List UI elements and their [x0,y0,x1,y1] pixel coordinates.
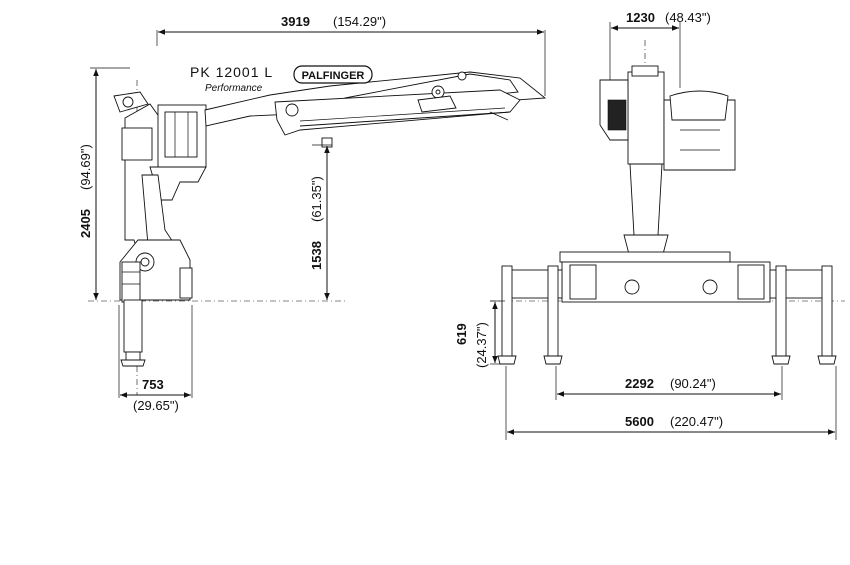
side-view: PK 12001 L Performance PALFINGER 3919 (1… [78,14,547,413]
dim-stab-outer-mm: 5600 [625,414,654,429]
brand-label: PALFINGER [302,70,365,82]
dim-boom-length-in: (154.29") [333,14,386,29]
dim-base-width-in: (29.65") [133,398,179,413]
dim-height-in: (94.69") [78,144,93,190]
model-name: PK 12001 L [190,64,273,80]
dim-boom-height-mm: 1538 [309,241,324,270]
dim-height-mm: 2405 [78,209,93,238]
dim-stab-depth-in: (24.37") [474,322,489,368]
dim-stab-inner-mm: 2292 [625,376,654,391]
dim-stab-depth-mm: 619 [454,323,469,345]
front-view: 1230 (48.43") 619 (24.37") 2292 (90.24")… [454,10,845,440]
dim-stab-inner-in: (90.24") [670,376,716,391]
dim-width-in: (48.43") [665,10,711,25]
dim-width-mm: 1230 [626,10,655,25]
dim-boom-height-in: (61.35") [309,176,324,222]
model-subtitle: Performance [205,83,263,94]
brand-logo [293,65,373,84]
dim-stab-outer-in: (220.47") [670,414,723,429]
dim-boom-length-mm: 3919 [281,14,310,29]
dim-base-width-mm: 753 [142,377,164,392]
